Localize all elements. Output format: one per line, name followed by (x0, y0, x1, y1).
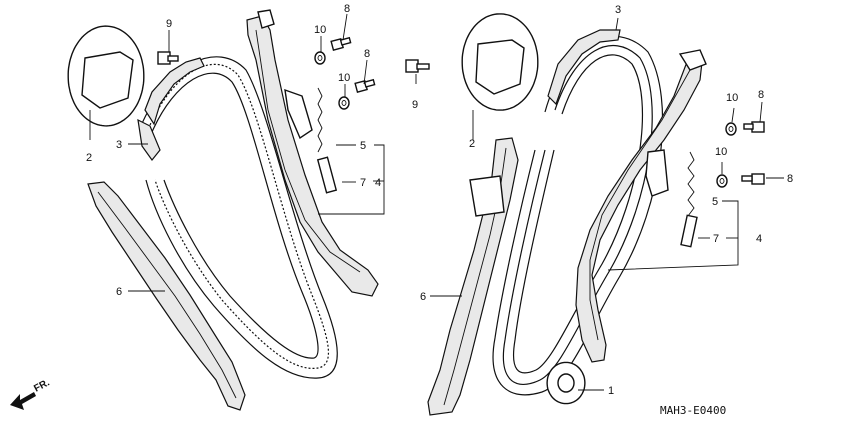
callout-10: 10 (314, 24, 326, 36)
callout-7: 7 (713, 233, 719, 245)
callout-8: 8 (787, 173, 793, 185)
front-label: FR. (32, 377, 52, 394)
washer-10-right-upper (725, 122, 737, 136)
callout-10: 10 (338, 72, 350, 84)
front-arrow-icon (10, 392, 36, 410)
bolt-8-right-upper (743, 121, 765, 133)
callout-10: 10 (715, 146, 727, 158)
callout-10: 10 (726, 92, 738, 104)
callout-4: 4 (756, 233, 762, 245)
callout-3: 3 (116, 139, 122, 151)
callout-1: 1 (608, 385, 614, 397)
callout-8: 8 (758, 89, 764, 101)
washer-10-left-lower (338, 96, 350, 110)
diagram-reference-code: MAH3-E0400 (660, 404, 726, 417)
callout-2: 2 (86, 152, 92, 164)
tensioner-arm-right (575, 49, 707, 363)
tensioner-spring-right (645, 149, 698, 248)
callout-5: 5 (712, 196, 718, 208)
callout-4: 4 (375, 177, 381, 189)
callout-8: 8 (364, 48, 370, 60)
bolt-8-left-upper (330, 36, 352, 51)
callout-5: 5 (360, 140, 366, 152)
chain-guide-right (427, 137, 519, 416)
callout-3: 3 (615, 4, 621, 16)
callout-8: 8 (344, 3, 350, 15)
chain-guide-left (87, 181, 246, 411)
bolt-9-left (157, 51, 179, 65)
callout-labels: 2 3 9 10 8 8 10 5 7 4 6 2 3 9 10 8 10 8 … (86, 3, 793, 397)
cam-sprocket-right (461, 13, 539, 111)
cam-sprocket-left (67, 25, 145, 127)
callout-9: 9 (412, 99, 418, 111)
callout-7: 7 (360, 177, 366, 189)
bolt-9-right (405, 59, 430, 73)
tensioner-arm-left (246, 9, 379, 297)
cam-chain-left (137, 56, 338, 379)
callout-2: 2 (469, 138, 475, 150)
tensioner-spring-left (284, 87, 338, 194)
bolt-8-left-lower (354, 78, 376, 93)
washer-10-left-upper (314, 51, 326, 65)
washer-10-right-lower (716, 174, 728, 188)
bolt-8-right-lower (741, 173, 765, 185)
callout-9: 9 (166, 18, 172, 30)
leader-lines (89, 13, 784, 391)
front-indicator: FR. (10, 377, 52, 410)
callout-6: 6 (116, 286, 122, 298)
timing-sprocket (546, 361, 586, 405)
callout-6: 6 (420, 291, 426, 303)
